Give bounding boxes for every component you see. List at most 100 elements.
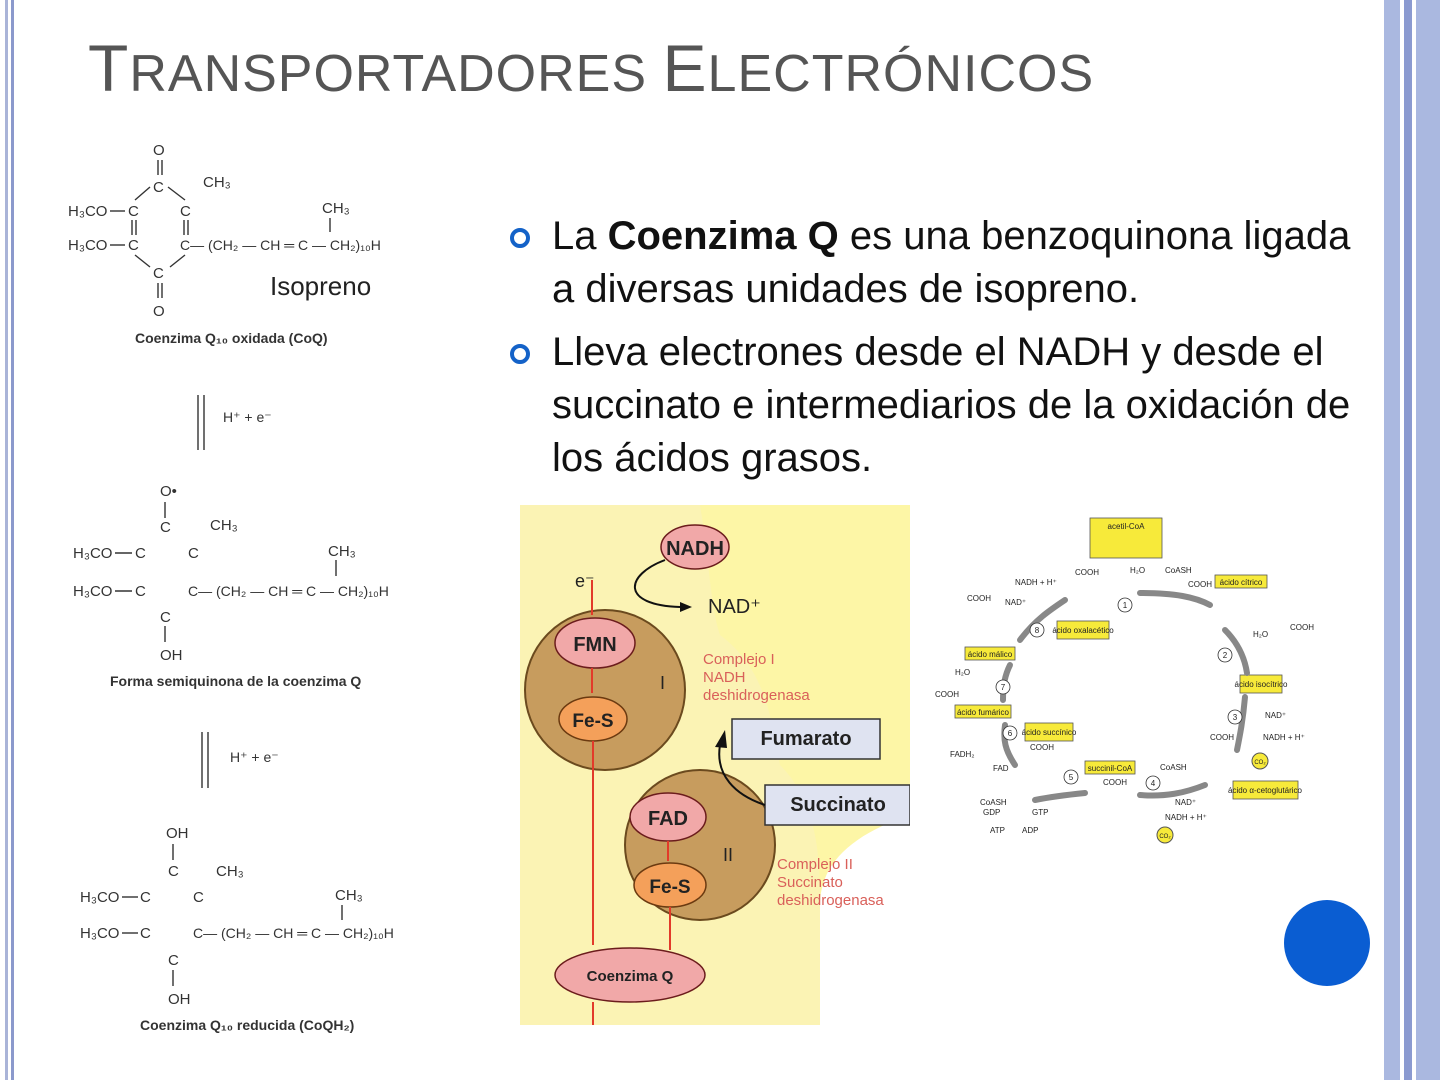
svg-text:NADH + H⁺: NADH + H⁺ xyxy=(1165,813,1207,822)
svg-text:CoASH: CoASH xyxy=(1160,763,1187,772)
svg-text:C— (CH₂ — CH ═ C — CH₂)₁₀H: C— (CH₂ — CH ═ C — CH₂)₁₀H xyxy=(180,237,381,253)
svg-text:COOH: COOH xyxy=(967,594,991,603)
svg-text:Fe-S: Fe-S xyxy=(649,877,690,898)
svg-text:II: II xyxy=(723,845,733,865)
svg-text:ácido fumárico: ácido fumárico xyxy=(957,708,1010,717)
svg-text:C: C xyxy=(128,237,139,254)
bullet-ring-icon xyxy=(510,228,530,248)
svg-text:5: 5 xyxy=(1069,773,1074,782)
svg-text:FMN: FMN xyxy=(573,634,616,656)
svg-text:8: 8 xyxy=(1035,626,1040,635)
svg-text:acetil-CoA: acetil-CoA xyxy=(1108,522,1146,531)
svg-text:COOH: COOH xyxy=(1030,743,1054,752)
bullet-item: La Coenzima Q es una benzoquinona ligada… xyxy=(510,210,1370,316)
svg-text:ácido málico: ácido málico xyxy=(968,650,1013,659)
svg-text:C: C xyxy=(140,889,151,906)
svg-text:NADH: NADH xyxy=(666,538,724,560)
svg-text:CoASH: CoASH xyxy=(1165,566,1192,575)
svg-text:NADH + H⁺: NADH + H⁺ xyxy=(1263,733,1305,742)
svg-text:H₃CO: H₃CO xyxy=(73,583,112,600)
svg-text:CH₃: CH₃ xyxy=(203,174,231,191)
svg-text:ATP: ATP xyxy=(990,826,1005,835)
svg-text:H₂O: H₂O xyxy=(1253,630,1268,639)
krebs-cycle-diagram: acetil-CoA ácido cítrico ácido isocítric… xyxy=(935,517,1314,844)
svg-text:H₃CO: H₃CO xyxy=(73,545,112,562)
svg-text:H⁺ + e⁻: H⁺ + e⁻ xyxy=(230,749,279,765)
svg-text:CH₃: CH₃ xyxy=(216,863,244,880)
svg-text:NADH: NADH xyxy=(703,669,746,686)
svg-text:CH₃: CH₃ xyxy=(335,887,363,904)
svg-text:deshidrogenasa: deshidrogenasa xyxy=(777,892,884,909)
svg-text:C: C xyxy=(168,952,179,969)
svg-text:Coenzima Q₁₀ reducida (CoQH₂): Coenzima Q₁₀ reducida (CoQH₂) xyxy=(140,1017,354,1033)
svg-text:1: 1 xyxy=(1123,601,1128,610)
svg-text:C— (CH₂ — CH ═ C — CH₂)₁₀H: C— (CH₂ — CH ═ C — CH₂)₁₀H xyxy=(193,925,394,941)
electron-transport-diagram: NADH e⁻ NAD⁺ FMN Fe-S I Complejo I NADH … xyxy=(520,505,910,1025)
svg-text:ácido cítrico: ácido cítrico xyxy=(1220,578,1263,587)
svg-text:CH₃: CH₃ xyxy=(322,200,350,217)
svg-text:ácido oxalacético: ácido oxalacético xyxy=(1052,626,1114,635)
svg-text:O: O xyxy=(153,303,165,320)
svg-text:Fe-S: Fe-S xyxy=(572,711,613,732)
svg-text:C: C xyxy=(160,519,171,536)
svg-text:C: C xyxy=(180,203,191,220)
svg-text:Isopreno: Isopreno xyxy=(270,271,371,301)
svg-text:FAD: FAD xyxy=(648,808,688,830)
svg-text:7: 7 xyxy=(1001,683,1006,692)
svg-text:C: C xyxy=(153,179,164,196)
svg-text:H₃CO: H₃CO xyxy=(68,203,107,220)
svg-text:NAD⁺: NAD⁺ xyxy=(1175,798,1196,807)
slide-nav-circle-button[interactable] xyxy=(1284,900,1370,986)
svg-text:4: 4 xyxy=(1151,779,1156,788)
svg-text:COOH: COOH xyxy=(1103,778,1127,787)
svg-text:ADP: ADP xyxy=(1022,826,1038,835)
svg-text:C: C xyxy=(188,545,199,562)
svg-text:H₃CO: H₃CO xyxy=(80,925,119,942)
svg-text:GTP: GTP xyxy=(1032,808,1048,817)
svg-text:COOH: COOH xyxy=(935,690,959,699)
svg-text:FAD: FAD xyxy=(993,764,1009,773)
svg-text:H₂O: H₂O xyxy=(955,668,970,677)
svg-text:3: 3 xyxy=(1233,713,1238,722)
svg-text:H₃CO: H₃CO xyxy=(80,889,119,906)
svg-text:C: C xyxy=(160,609,171,626)
svg-text:C: C xyxy=(153,265,164,282)
svg-text:OH: OH xyxy=(168,991,191,1008)
svg-text:COOH: COOH xyxy=(1290,623,1314,632)
right-frame-decoration xyxy=(1378,0,1440,1080)
svg-text:succinil-CoA: succinil-CoA xyxy=(1088,764,1133,773)
svg-text:C: C xyxy=(140,925,151,942)
svg-text:O•: O• xyxy=(160,483,177,500)
svg-text:deshidrogenasa: deshidrogenasa xyxy=(703,687,810,704)
svg-text:2: 2 xyxy=(1223,651,1228,660)
svg-text:CH₃: CH₃ xyxy=(328,543,356,560)
svg-text:e⁻: e⁻ xyxy=(575,571,595,591)
svg-text:CoASH: CoASH xyxy=(980,798,1007,807)
svg-text:ácido α-cetoglutárico: ácido α-cetoglutárico xyxy=(1228,786,1303,795)
bullet-item: Lleva electrones desde el NADH y desde e… xyxy=(510,326,1370,485)
svg-text:ácido isocítrico: ácido isocítrico xyxy=(1235,680,1288,689)
svg-text:Coenzima Q: Coenzima Q xyxy=(587,968,674,985)
svg-text:H⁺ + e⁻: H⁺ + e⁻ xyxy=(223,409,272,425)
svg-text:C: C xyxy=(193,889,204,906)
svg-text:H₂O: H₂O xyxy=(1130,566,1145,575)
bullet-ring-icon xyxy=(510,344,530,364)
svg-text:Coenzima Q₁₀ oxidada (CoQ): Coenzima Q₁₀ oxidada (CoQ) xyxy=(135,330,328,346)
svg-text:FADH₂: FADH₂ xyxy=(950,750,974,759)
svg-text:NAD⁺: NAD⁺ xyxy=(1005,598,1026,607)
svg-text:GDP: GDP xyxy=(983,808,1000,817)
svg-text:Forma semiquinona de la coenzi: Forma semiquinona de la coenzima Q xyxy=(110,673,361,689)
svg-text:C: C xyxy=(128,203,139,220)
svg-text:OH: OH xyxy=(160,647,183,664)
svg-text:Complejo I: Complejo I xyxy=(703,651,775,668)
bullet-list: La Coenzima Q es una benzoquinona ligada… xyxy=(510,210,1370,495)
svg-text:NAD⁺: NAD⁺ xyxy=(1265,711,1286,720)
svg-text:COOH: COOH xyxy=(1210,733,1234,742)
svg-text:6: 6 xyxy=(1008,729,1013,738)
svg-text:CO₂: CO₂ xyxy=(1254,760,1266,766)
svg-text:OH: OH xyxy=(166,825,189,842)
left-frame-decoration xyxy=(0,0,14,1080)
svg-text:C: C xyxy=(168,863,179,880)
svg-text:C— (CH₂ — CH ═ C — CH₂)₁₀H: C— (CH₂ — CH ═ C — CH₂)₁₀H xyxy=(188,583,389,599)
svg-text:Complejo II: Complejo II xyxy=(777,856,853,873)
